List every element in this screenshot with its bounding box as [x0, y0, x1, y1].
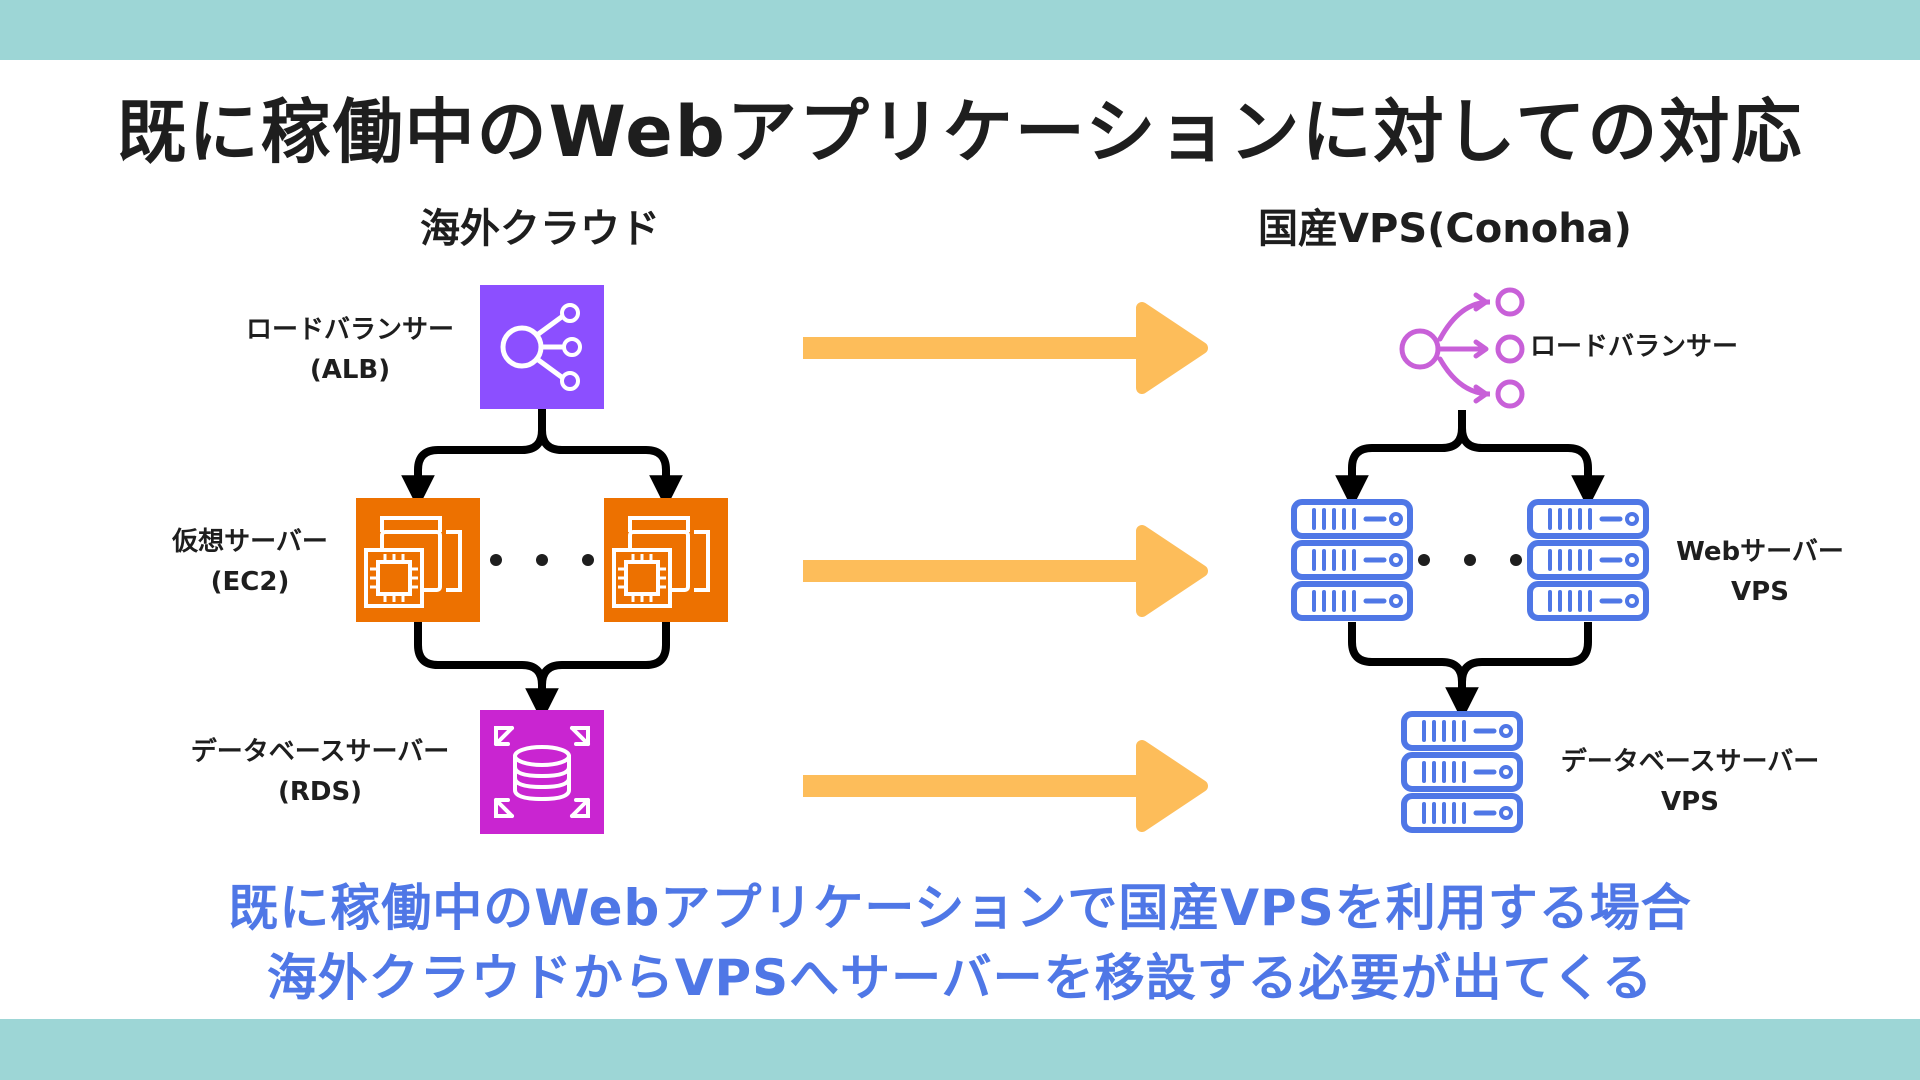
label-alb-name: ロードバランサー: [245, 315, 454, 345]
footer-line-1: 既に稼働中のWebアプリケーションで国産VPSを利用する場合: [228, 879, 1692, 937]
migration-arrow-web-server: [803, 525, 1208, 617]
vps-load-balancer-icon: [1399, 287, 1525, 409]
connector-ec2-left-to-rds: [414, 622, 559, 722]
label-rds: データベースサーバー (RDS): [160, 732, 480, 812]
label-vps-db-name: データベースサーバー: [1560, 747, 1820, 777]
label-alb-service: (ALB): [309, 355, 391, 385]
label-ec2: 仮想サーバー (EC2): [130, 522, 370, 602]
connector-ec2-right-to-rds: [538, 622, 670, 686]
connector-alb-to-ec2-right: [538, 408, 683, 509]
label-vps-lb: ロードバランサー: [1530, 327, 1780, 367]
vps-web-server-right-icon: [1530, 502, 1646, 618]
rds-icon: [480, 710, 604, 834]
connector-vps-web-right-to-db: [1458, 622, 1592, 683]
label-vps-web: Webサーバー VPS: [1660, 532, 1860, 612]
connector-alb-to-ec2-left: [401, 408, 546, 509]
label-rds-name: データベースサーバー: [190, 737, 450, 767]
bottom-band: [0, 1019, 1920, 1080]
migration-arrow-database: [803, 740, 1208, 832]
top-band: [0, 0, 1920, 60]
vps-web-server-left-icon: [1294, 502, 1410, 618]
label-vps-web-service: VPS: [1731, 577, 1789, 607]
label-rds-service: (RDS): [277, 777, 363, 807]
left-connectors: [401, 408, 683, 722]
page-title: 既に稼働中のWebアプリケーションに対しての対応: [116, 91, 1804, 173]
alb-icon: [480, 285, 604, 409]
label-vps-db-service: VPS: [1661, 787, 1719, 817]
label-vps-db: データベースサーバー VPS: [1530, 742, 1850, 822]
footer-line-2: 海外クラウドからVPSへサーバーを移設する必要が出てくる: [266, 949, 1654, 1007]
label-vps-lb-name: ロードバランサー: [1530, 332, 1739, 362]
label-ec2-service: (EC2): [210, 567, 290, 597]
ec2-ellipsis: [490, 554, 594, 566]
connector-vps-web-left-to-db: [1348, 622, 1479, 721]
label-alb: ロードバランサー (ALB): [200, 310, 500, 390]
connector-vps-lb-to-web-left: [1335, 410, 1466, 509]
vps-database-server-icon: [1404, 714, 1520, 830]
heading-domestic-vps: 国産VPS(Conoha): [1258, 206, 1632, 252]
migration-arrow-load-balancer: [803, 302, 1208, 394]
right-connectors: [1335, 410, 1605, 721]
connector-vps-lb-to-web-right: [1458, 410, 1605, 509]
label-ec2-name: 仮想サーバー: [172, 527, 328, 557]
ec2-right-icon: [604, 498, 728, 622]
vps-web-ellipsis: [1418, 554, 1522, 566]
label-vps-web-name: Webサーバー: [1676, 537, 1844, 567]
heading-overseas-cloud: 海外クラウド: [420, 206, 660, 252]
ec2-left-icon: [356, 498, 480, 622]
